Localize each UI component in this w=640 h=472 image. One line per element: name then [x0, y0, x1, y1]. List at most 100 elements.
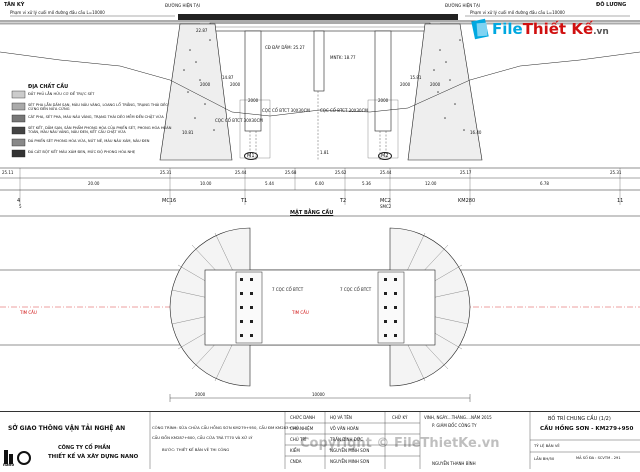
code-label: MÃ SỐ ĐA : SCVTM - 291	[576, 456, 621, 460]
water-level-label: MNTK: 18.77	[330, 55, 356, 60]
left-city-label: TÂN KỲ	[4, 2, 25, 8]
project-line-2: CẦU ĐỒN KM287+600, CẦU CỬA TRÀ TT70 VÀ X…	[152, 435, 253, 440]
approver-title: P. GIÁM ĐỐC CÔNG TY	[432, 423, 477, 428]
profile-dist-4: 6.00	[315, 181, 324, 186]
pile-label-3: CỌC CỐ BTCT 30X30CM	[320, 108, 368, 113]
profile-dist-2: 10.00	[200, 181, 212, 186]
pile-label-1: CỌC CỐ BTCT 30X30CM	[215, 118, 263, 123]
plan-label-4: TIM CẦU	[20, 310, 37, 315]
plan-title: MẶT BẰNG CẦU	[290, 210, 334, 216]
pier-marker-m1: M1	[244, 152, 258, 160]
beam-level-label: CĐ ĐÁY DẦM: 25.27	[265, 45, 305, 50]
profile-top-8: 25.31	[610, 170, 622, 175]
plan-label-2: 7 CỌC CỐ BTCT	[340, 287, 372, 292]
site-logo-icon	[470, 18, 492, 40]
plan-label-3: TIM CẦU	[292, 310, 309, 315]
geology-layer-2: SÉT PHA LẪN DĂM SẠN, MÀU NÂU VÀNG, LOANG…	[28, 103, 169, 111]
dim-4: 2000	[430, 82, 441, 87]
pilecap-left	[235, 271, 263, 344]
pile-label-2: CỌC CỐ BTCT 30X30CM	[262, 108, 310, 113]
station-sub-1: 5	[19, 204, 22, 209]
right-road-label: ĐƯỜNG HIỆN TẠI	[445, 3, 480, 8]
geology-layer-5: ĐÁ PHIẾN SÉT PHONG HÓA VỪA, NỨT NẺ, MÀU …	[28, 139, 150, 143]
pier-1	[244, 30, 262, 132]
org-name: SỞ GIAO THÔNG VẬN TẢI NGHỆ AN	[8, 425, 126, 432]
level-label-6: 1.81	[320, 150, 329, 155]
station-sub-5: SMC2	[380, 204, 392, 209]
logo-part-thietke: Thiết Kế	[522, 20, 594, 38]
bridge-name: CẦU HỒNG SƠN - KM279+950	[540, 426, 634, 432]
station-3: T1	[241, 198, 248, 204]
station-6: KM280	[458, 198, 476, 204]
company-line-1: CÔNG TY CỔ PHẦN	[58, 445, 111, 451]
project-line-3: BƯỚC: THIẾT KẾ BẢN VẼ THI CÔNG	[162, 447, 230, 452]
geology-layer-4: SÉT KẾT, DĂM SẠN, SẢN PHẨM PHONG HÓA CỦA…	[28, 126, 172, 134]
profile-top-5: 25.62	[335, 170, 347, 175]
role-3-name: NGUYỄN MINH SƠN	[330, 448, 370, 453]
date-line: VINH, NGÀY....THÁNG....NĂM 2015	[424, 415, 492, 420]
role-1-title: CHỦ NHIỆM	[290, 426, 314, 431]
profile-dist-5: 5.36	[362, 181, 371, 186]
geology-layer-6: ĐÁ CÁT BỘT KẾT MÀU XÁM ĐEN, MỨC ĐỘ PHONG…	[28, 150, 136, 154]
project-line-1: CÔNG TRÌNH: SỬA CHỮA CẦU HỒNG SƠN KM279+…	[152, 425, 301, 430]
profile-dist-1: 20.00	[88, 181, 100, 186]
plan-total-length: 10000	[312, 392, 325, 397]
left-scope-label: Phạm vi xử lý cuối mố đường đầu cầu L=10…	[10, 10, 105, 15]
profile-top-2: 25.31	[160, 170, 172, 175]
dim-5: 2000	[248, 98, 259, 103]
header-role: CHỨC DANH	[290, 415, 316, 420]
profile-dist-3: 5.44	[265, 181, 274, 186]
logo-part-vn: .vn	[593, 27, 609, 37]
nano-logo-icon	[4, 448, 34, 468]
profile-top-6: 25.44	[380, 170, 392, 175]
pilecap-right	[377, 271, 405, 344]
level-label-5: 16.40	[470, 130, 482, 135]
role-2-title: CHỦ TRÌ	[290, 437, 307, 442]
scale-label: TỶ LỆ BẢN VẼ	[534, 443, 560, 448]
dim-2: 2000	[230, 82, 241, 87]
role-5-title: CNDA	[290, 459, 302, 464]
pier-marker-m2: M2	[378, 152, 392, 160]
level-label-4: 10.81	[182, 130, 194, 135]
role-5-name: NGUYỄN MINH SƠN	[330, 459, 370, 464]
station-2: MC16	[162, 198, 177, 204]
role-3-title: KIỂM	[290, 448, 300, 453]
profile-top-4: 25.68	[285, 170, 297, 175]
geology-layer-1: ĐẤT PHỦ LẪN HỮU CƠ ĐỂ TRỰC SÉT	[28, 92, 95, 96]
plan-label-1: 7 CỌC CỐ BTCT	[272, 287, 304, 292]
abutment-left	[159, 23, 233, 161]
logo-part-file: File	[492, 20, 523, 38]
nano-logo-text: nano	[3, 462, 15, 467]
abutment-right	[407, 23, 483, 161]
station-5: MC2	[380, 198, 391, 204]
company-line-2: THIẾT KẾ VÀ XÂY DỰNG NANO	[48, 454, 139, 460]
right-scope-label: Phạm vi xử lý cuối mố đường đầu cầu L=10…	[470, 10, 565, 15]
approver-name: NGUYỄN THANH BÌNH	[432, 461, 476, 466]
station-1: 4	[17, 198, 21, 204]
geology-layer-3: CÁT PHA, SÉT PHA, MÀU NÂU VÀNG, TRẠNG TH…	[28, 115, 164, 119]
profile-top-7: 25.17	[460, 170, 472, 175]
dim-3: 2000	[400, 82, 411, 87]
role-1-name: VÕ VĂN HOÀN	[330, 426, 359, 431]
header-name: HỌ VÀ TÊN	[330, 415, 352, 420]
level-label-3: 15.81	[410, 75, 422, 80]
dim-1: 2000	[200, 82, 211, 87]
site-logo-text: FileThiết Kế.vn	[492, 20, 609, 38]
right-city-label: ĐÔ LƯƠNG	[596, 2, 627, 8]
level-label-1: 22.87	[196, 28, 208, 33]
profile-top-3: 25.44	[235, 170, 247, 175]
plan-left-dim: 2000	[195, 392, 206, 397]
geology-title: ĐỊA CHẤT CẦU	[28, 84, 69, 90]
profile-dist-6: 12.00	[425, 181, 437, 186]
pier-2	[374, 30, 392, 132]
level-label-2: 14.87	[222, 75, 234, 80]
drawing-title: BỐ TRÍ CHUNG CẦU (1/2)	[548, 416, 611, 422]
dim-6: 2000	[378, 98, 389, 103]
left-road-label: ĐƯỜNG HIỆN TẠI	[165, 3, 200, 8]
sheet-label: LẦN BH/50	[534, 456, 555, 461]
role-2-name: TRẦN ĐÌNH ĐỨC	[330, 437, 364, 442]
profile-dist-7: 6.78	[540, 181, 549, 186]
watermark-text: Copyright © FileThietKe.vn	[300, 436, 500, 451]
station-4: T2	[340, 198, 347, 204]
